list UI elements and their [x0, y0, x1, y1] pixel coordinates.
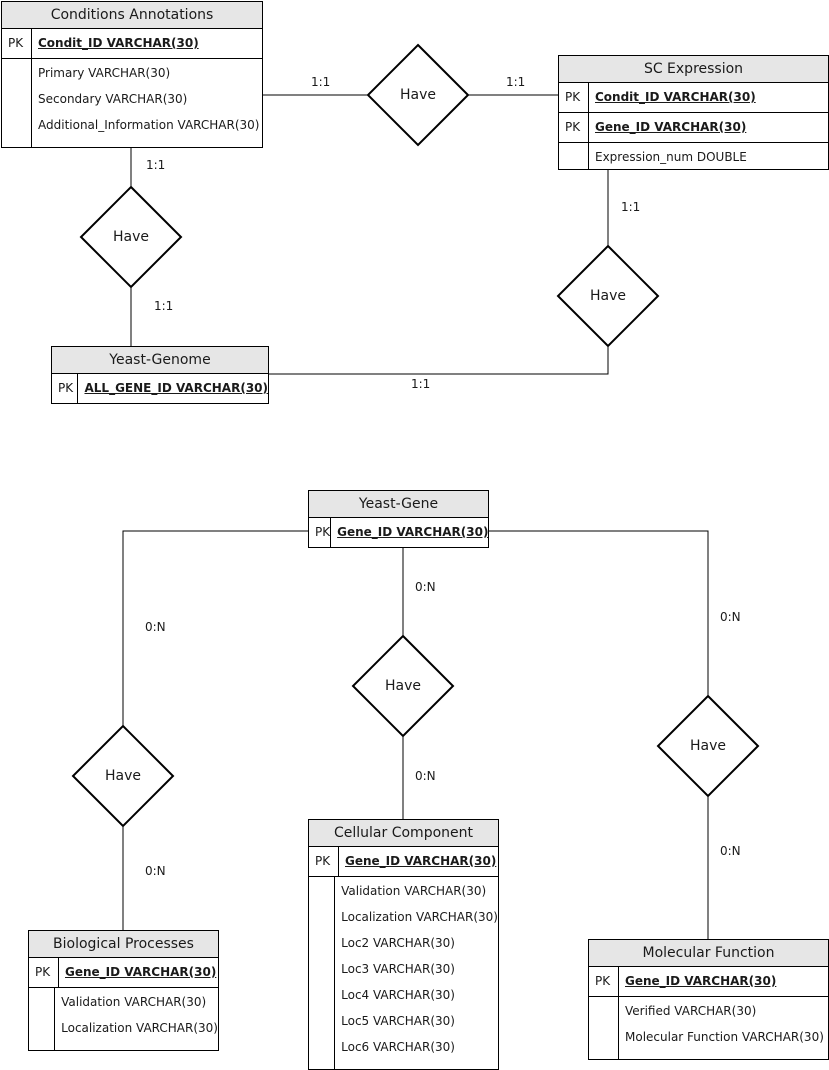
entity-title: Yeast-Genome — [52, 347, 268, 374]
cardinality-label: 1:1 — [311, 75, 331, 89]
cardinality-label: 0:N — [145, 620, 166, 634]
relationship-diamond-top[interactable] — [366, 43, 470, 147]
attribute: Loc2 VARCHAR(30) — [341, 936, 455, 950]
attribute: Localization VARCHAR(30) — [341, 910, 498, 924]
pk-label: PK — [559, 83, 589, 112]
entity-yeast-genome[interactable]: Yeast-Genome PK ALL_GENE_ID VARCHAR(30) — [51, 346, 269, 404]
relationship-diamond-right[interactable] — [556, 244, 660, 348]
attribute: Loc6 VARCHAR(30) — [341, 1040, 455, 1054]
pk-label: PK — [29, 958, 59, 987]
connector-have-right-yeastgenome — [268, 346, 609, 375]
attribute: Additional_Information VARCHAR(30) — [38, 118, 260, 132]
cardinality-label: 1:1 — [411, 377, 431, 391]
attribute: Validation VARCHAR(30) — [341, 884, 487, 898]
attribute: Localization VARCHAR(30) — [61, 1021, 218, 1035]
pk-field: Gene_ID VARCHAR(30) — [337, 525, 489, 539]
attribute: Loc3 VARCHAR(30) — [341, 962, 455, 976]
cardinality-label: 0:N — [415, 769, 436, 783]
attribute: Loc4 VARCHAR(30) — [341, 988, 455, 1002]
relationship-label-top: Have — [400, 87, 436, 103]
attribute: Primary VARCHAR(30) — [38, 66, 171, 80]
attribute: Molecular Function VARCHAR(30) — [625, 1030, 824, 1044]
pk-label: PK — [2, 29, 32, 58]
entity-title: SC Expression — [559, 56, 828, 83]
relationship-diamond-mol[interactable] — [656, 694, 760, 798]
relationship-diamond-bio[interactable] — [71, 724, 175, 828]
entity-sc-expression[interactable]: SC Expression PK Condit_ID VARCHAR(30) P… — [558, 55, 829, 170]
relationship-label-right: Have — [590, 288, 626, 304]
cardinality-label: 0:N — [145, 864, 166, 878]
attribute: Expression_num DOUBLE — [595, 150, 747, 164]
cardinality-label: 0:N — [720, 844, 741, 858]
entity-title: Molecular Function — [589, 940, 828, 967]
pk-field: Gene_ID VARCHAR(30) — [65, 965, 217, 979]
relationship-diamond-left[interactable] — [79, 185, 183, 289]
attribute: Validation VARCHAR(30) — [61, 995, 207, 1009]
entity-cellular-component[interactable]: Cellular Component PK Gene_ID VARCHAR(30… — [308, 819, 499, 1070]
pk-label: PK — [589, 967, 619, 996]
attribute: Secondary VARCHAR(30) — [38, 92, 188, 106]
entity-conditions-annotations[interactable]: Conditions Annotations PK Condit_ID VARC… — [1, 1, 263, 148]
attribute: Loc5 VARCHAR(30) — [341, 1014, 455, 1028]
pk-label: PK — [309, 847, 339, 876]
pk-field: Condit_ID VARCHAR(30) — [38, 36, 199, 50]
pk-field: Gene_ID VARCHAR(30) — [595, 120, 747, 134]
pk-field: Gene_ID VARCHAR(30) — [345, 854, 497, 868]
relationship-label-left: Have — [113, 229, 149, 245]
relationship-label-mol: Have — [690, 738, 726, 754]
pk-field: Condit_ID VARCHAR(30) — [595, 90, 756, 104]
pk-label: PK — [52, 374, 79, 403]
pk-field: ALL_GENE_ID VARCHAR(30) — [84, 381, 268, 395]
entity-biological-processes[interactable]: Biological Processes PK Gene_ID VARCHAR(… — [28, 930, 219, 1051]
relationship-label-bio: Have — [105, 768, 141, 784]
cardinality-label: 1:1 — [506, 75, 526, 89]
cardinality-label: 1:1 — [621, 200, 641, 214]
cardinality-label: 1:1 — [154, 299, 174, 313]
cardinality-label: 0:N — [720, 610, 741, 624]
cardinality-label: 1:1 — [146, 158, 166, 172]
entity-yeast-gene[interactable]: Yeast-Gene PK Gene_ID VARCHAR(30) — [308, 490, 489, 548]
entity-molecular-function[interactable]: Molecular Function PK Gene_ID VARCHAR(30… — [588, 939, 829, 1060]
entity-title: Yeast-Gene — [309, 491, 488, 518]
pk-label: PK — [559, 113, 589, 142]
relationship-label-cell: Have — [385, 678, 421, 694]
entity-title: Cellular Component — [309, 820, 498, 847]
pk-field: Gene_ID VARCHAR(30) — [625, 974, 777, 988]
attribute: Verified VARCHAR(30) — [625, 1004, 757, 1018]
connector-yeastgene-have-bio — [122, 530, 308, 726]
entity-title: Biological Processes — [29, 931, 218, 958]
pk-label: PK — [309, 518, 332, 547]
cardinality-label: 0:N — [415, 580, 436, 594]
relationship-diamond-cell[interactable] — [351, 634, 455, 738]
entity-title: Conditions Annotations — [2, 2, 262, 29]
connector-yeastgene-have-mol — [488, 530, 709, 696]
